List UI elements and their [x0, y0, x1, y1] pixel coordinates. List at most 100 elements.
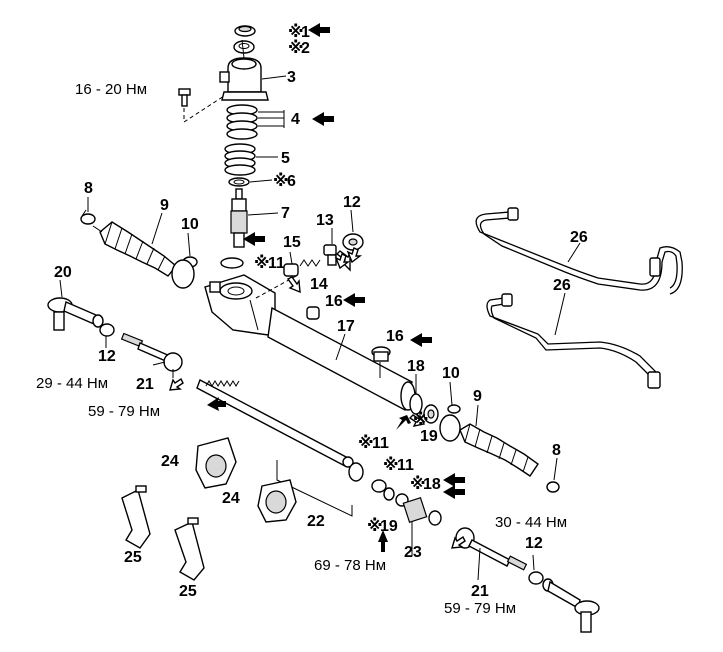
label-26-lower: 26: [553, 277, 571, 294]
part-11-ring-a: [371, 479, 387, 493]
label-12-upper: 12: [343, 194, 361, 211]
part-10-clamp-right: [447, 404, 461, 414]
asterisk-18-lower: ※: [410, 475, 426, 493]
rack-bracket-line: [276, 460, 353, 517]
bolt-dashed-line: [183, 95, 225, 123]
label-21-right: 21: [471, 583, 489, 600]
part-19-ring-lower: [383, 487, 395, 501]
label-8-right: 8: [552, 442, 561, 459]
part-12-locknut-upper: [342, 233, 364, 251]
part-16-cap-lower: [371, 346, 391, 362]
part-19-ring-upper: [423, 404, 439, 424]
part-25-bracket-lower: [174, 517, 205, 581]
label-16-lower: 16: [386, 328, 404, 345]
part-14-spring: [299, 259, 321, 267]
torque-tie-rod-end-left: 29 - 44 Нм: [36, 375, 108, 392]
hollow-arrows: [169, 247, 466, 549]
label-10-right: 10: [442, 365, 460, 382]
part-21-tie-rod-right: [455, 527, 528, 571]
part-18-bush-upper: [409, 393, 423, 415]
label-24-upper: 24: [161, 453, 179, 470]
label-12-right: 12: [525, 535, 543, 552]
part-9-boot-right: [459, 423, 539, 477]
part-1-seal: [234, 25, 256, 37]
part-11-o-ring-upper: [220, 257, 244, 269]
part-12-locknut-right: [528, 571, 544, 585]
part-10-band-right: [439, 414, 461, 442]
label-11-b: 11: [397, 457, 414, 474]
part-3-valve-housing: [219, 57, 269, 101]
housing-bolt: [178, 88, 191, 107]
label-5: 5: [281, 150, 290, 167]
part-22-rack: [196, 379, 354, 468]
label-18-upper: 18: [407, 358, 425, 375]
label-26-upper: 26: [570, 229, 588, 246]
part-18-ring-lower: [428, 510, 442, 526]
asterisk-6: ※: [273, 172, 289, 190]
label-16-upper: 16: [325, 293, 343, 310]
part-8-clamp-left: [80, 209, 96, 225]
part-24-mount-rubber-upper: [195, 437, 237, 489]
label-11-a: 11: [372, 435, 389, 452]
part-15-plug: [283, 263, 299, 277]
part-17-rack-housing: [204, 274, 416, 412]
label-10-left: 10: [181, 216, 199, 233]
part-9-boot-left: [99, 221, 177, 277]
arrows: [207, 23, 465, 552]
asterisk-11-b: ※: [383, 456, 399, 474]
label-19-upper: 19: [420, 428, 438, 445]
torque-housing-bolt: 16 - 20 Нм: [75, 81, 147, 98]
part-24-bush-lower: [348, 462, 364, 482]
part-12-locknut-left: [99, 323, 115, 337]
asterisk-1: ※: [288, 23, 304, 41]
label-23: 23: [404, 544, 422, 561]
part-7-pinion-shaft: [230, 188, 248, 248]
label-12-left: 12: [98, 348, 116, 365]
label-25-upper: 25: [124, 549, 142, 566]
label-15: 15: [283, 234, 301, 251]
part-24-mount-rubber-lower: [257, 479, 297, 523]
valve-axis-line: [241, 39, 245, 59]
label-3: 3: [287, 69, 296, 86]
label-22: 22: [307, 513, 325, 530]
label-1: 1: [301, 24, 310, 41]
label-19-lower: 19: [380, 518, 398, 535]
part-2-nut: [233, 40, 255, 54]
label-11-upper: 11: [268, 255, 285, 272]
torque-tie-rod-left: 59 - 79 Нм: [88, 403, 160, 420]
label-9-right: 9: [473, 388, 482, 405]
torque-tie-rod-end-right: 30 - 44 Нм: [495, 514, 567, 531]
asterisk-19-upper: ※: [413, 411, 429, 429]
part-23-cylinder-end: [402, 496, 428, 524]
asterisk-19-lower: ※: [367, 517, 383, 535]
part-10-band-left: [171, 259, 195, 289]
part-labels: ※ 1 ※ 2 3 4 5 ※ 6 7 8 9 10 ※ 11 12 13 15…: [54, 23, 588, 600]
part-5-seal-pack: [224, 143, 256, 176]
torque-labels: 16 - 20 Нм 29 - 44 Нм 59 - 79 Нм 69 - 78…: [36, 81, 567, 617]
part-21-tie-rod-left: [120, 332, 183, 372]
part-20-tie-rod-end-left: [47, 297, 104, 331]
part-13-yoke: [323, 244, 337, 266]
label-20: 20: [54, 264, 72, 281]
label-18-lower: 18: [423, 476, 441, 493]
asterisk-11-a: ※: [358, 434, 374, 452]
label-24-lower: 24: [222, 490, 240, 507]
label-21-left: 21: [136, 376, 154, 393]
part-26-tube-lower: [486, 293, 661, 389]
label-9-left: 9: [160, 197, 169, 214]
label-17: 17: [337, 318, 355, 335]
label-13: 13: [316, 212, 334, 229]
tie-rod-end-right: [542, 578, 600, 633]
part-4-seal-rings: [226, 104, 258, 140]
asterisk-11-upper: ※: [254, 254, 270, 272]
label-2: 2: [301, 40, 310, 57]
label-7: 7: [281, 205, 290, 222]
asterisk-2: ※: [288, 39, 304, 57]
part-6-oil-seal: [228, 177, 250, 187]
label-8-left: 8: [84, 180, 93, 197]
boot-left-leader: [92, 225, 103, 233]
label-14: 14: [310, 276, 328, 293]
part-26-tube-upper: [475, 207, 683, 295]
label-4: 4: [291, 111, 300, 128]
